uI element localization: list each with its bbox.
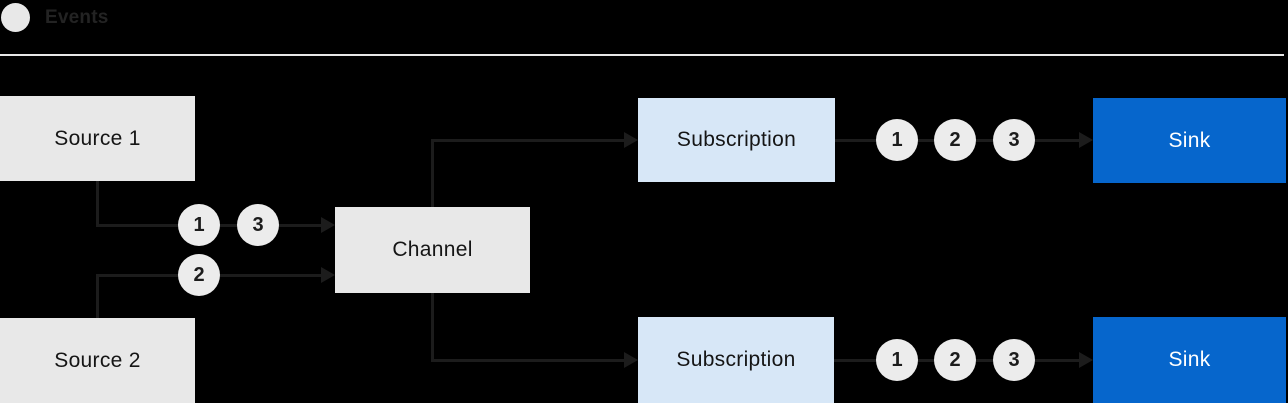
connector-line-channel-bottom-down — [431, 293, 434, 362]
arrowhead-icon — [321, 217, 335, 233]
channel-node: Channel — [335, 207, 530, 293]
sink-top-node: Sink — [1093, 98, 1286, 183]
arrowhead-icon — [321, 267, 335, 283]
connector-line-channel-to-subscription-bottom — [431, 359, 624, 362]
event-marker: 3 — [993, 119, 1035, 161]
event-marker: 2 — [934, 339, 976, 381]
events-legend-label: Events — [45, 7, 109, 28]
arrowhead-icon — [1079, 132, 1093, 148]
event-marker: 1 — [876, 119, 918, 161]
event-marker: 2 — [178, 254, 220, 296]
separator-line — [0, 54, 1284, 56]
event-marker: 2 — [934, 119, 976, 161]
subscription-top-node: Subscription — [638, 98, 835, 182]
connector-line-channel-to-subscription-top — [431, 139, 624, 142]
arrowhead-icon — [624, 352, 638, 368]
events-legend-icon — [1, 3, 30, 32]
connector-line-source1-down — [96, 181, 99, 227]
event-marker: 1 — [178, 204, 220, 246]
source-2-node: Source 2 — [0, 318, 195, 403]
arrowhead-icon — [624, 132, 638, 148]
event-marker: 3 — [993, 339, 1035, 381]
subscription-bottom-node: Subscription — [638, 317, 834, 403]
arrowhead-icon — [1079, 352, 1093, 368]
sink-bottom-node: Sink — [1093, 317, 1286, 403]
connector-line-channel-top-up — [431, 139, 434, 207]
event-marker: 1 — [876, 339, 918, 381]
connector-line-source2-up — [96, 274, 99, 318]
event-marker: 3 — [237, 204, 279, 246]
source-1-node: Source 1 — [0, 96, 195, 181]
